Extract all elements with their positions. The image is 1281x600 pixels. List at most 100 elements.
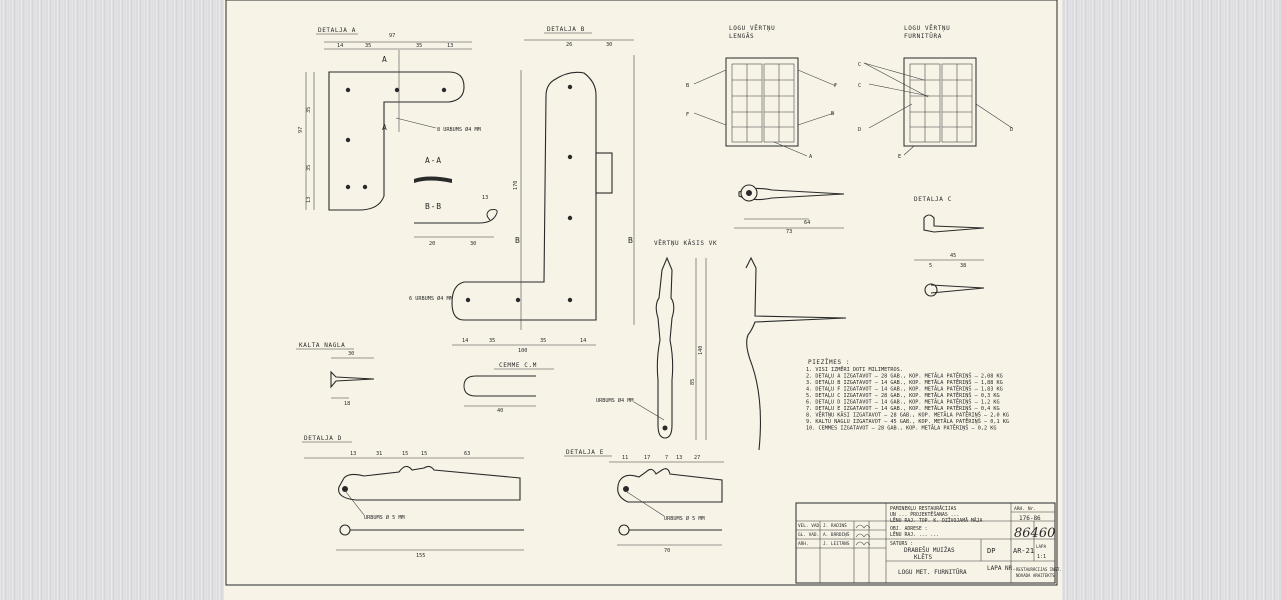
dim-nail-30: 30 [348,351,354,357]
tb-archive-label: ARH. Nr. [1014,506,1036,512]
callout-b-right: B [831,111,834,117]
tb-stage: DP [987,547,995,555]
dim-d-63: 63 [464,451,470,457]
detail-d: DETALJA D 13 31 15 15 63 155 URBUMS Ø 5 … [302,435,524,559]
dim-a-97v: 97 [298,127,304,133]
dim-c-5: 5 [929,263,932,269]
detail-e-title: DETALJA E [566,449,604,456]
tb-sig-role-3: ARH. [798,541,809,547]
tb-obj-1: OBJ. ADRESE : [890,526,928,532]
handle-side [745,256,847,451]
tb-org-2: UN ... PROJEKTĒŠANAS ... [890,511,959,518]
hook-title: CEMME C.M [499,362,537,369]
dim-bb-20: 20 [429,241,435,247]
detail-b-plate [451,71,597,321]
remarks-title: PIEZĪMES : [808,359,850,366]
handle-vk-title: VĒRTŅU KĀSIS VK [654,240,717,247]
tb-sig-role-2: GL. VAD. [798,532,819,538]
callout-f-left: F [686,112,689,118]
dim-b-14: 14 [462,338,468,344]
section-marker-a: A [382,55,388,64]
dim-e-13: 13 [676,455,682,461]
dim-e-7: 7 [665,455,668,461]
dim-d-15b: 15 [421,451,427,457]
callout-b-left: B [686,83,689,89]
dim-b-35: 35 [489,338,495,344]
dim-e-27: 27 [694,455,700,461]
window-fittings-subtitle: FURNITŪRA [904,33,942,40]
dim-a-35: 35 [365,43,371,49]
dim-d-155: 155 [416,553,425,559]
dim-hook-40: 40 [497,408,503,414]
remark-1: 1. VISI IZMĒRI DOTI MILIMETROS. [806,366,903,373]
dim-c-45: 45 [950,253,956,259]
window-frame-subtitle: LENGĀS [729,33,754,40]
dim-bb-13: 13 [482,195,488,201]
remark-6: 6. DETAĻU D IZGATAVOT — 14 GAB., KOP. ME… [806,399,1000,406]
dim-c-38: 38 [960,263,966,269]
dim-a-14: 14 [337,43,343,49]
dim-vk-140: 140 [698,346,704,355]
remarks: PIEZĪMES : 1. VISI IZMĒRI DOTI MILIMETRO… [806,359,1009,432]
nail-title: KALTA NAGLA [299,342,345,349]
section-marker-a2: A [382,123,388,132]
window-fittings-view: LOGU VĒRTŅU FURNITŪRA C C D D E [858,25,1013,160]
window-handle-vk: 64 73 VĒRTŅU KĀSIS VK 140 85 URBUMS Ø4 M… [596,184,847,451]
tb-inv-no: 86460 [1014,526,1055,541]
dim-e-70: 70 [664,548,670,554]
note-holes-b: 6 URBUMS Ø4 MM [409,295,453,302]
section-aa-title: A-A [425,156,442,165]
tb-org-3: LĒNU RAJ. TOP. K. DZĪVOJAMĀ MĀJA [890,517,983,524]
dim-b-26: 26 [566,42,572,48]
tb-approval-2: NOVADA ARHITEKTS [1016,573,1055,578]
tb-sig-name-3: J. LEITĀNS [823,540,850,547]
tb-sig-role-1: VEL. VAD. [798,523,822,529]
callout-d-1: D [858,127,861,133]
remark-8: 8. VĒRTŅU KĀSI IZGATAVOT — 28 GAB., KOP.… [806,412,1009,419]
detail-c-title: DETALJA C [914,196,952,203]
hook-view: CEMME C.M 40 [463,362,554,414]
dim-vk-64: 64 [804,220,810,226]
tb-sig-name-2: A. BĀRDIŅŠ [823,531,850,538]
callout-c-1: C [858,62,861,68]
dim-b-35b: 35 [540,338,546,344]
detail-b-holes [465,84,573,303]
remark-9: 9. KALTU NAGLU IZGATAVOT — 45 GAB., KOP.… [806,418,1009,425]
tb-approval-1: RESTAURĀCIJAS INST. [1016,567,1062,572]
dim-a-97: 97 [389,33,395,39]
detail-a-holes [345,87,447,190]
dim-e-17: 17 [644,455,650,461]
detail-c: DETALJA C 45 38 5 [914,196,985,297]
section-marker-b2: B [628,236,634,245]
title-block: PAMINEKĻU RESTAURĀCIJAS UN ... PROJEKTĒŠ… [795,502,1062,584]
dim-b-170: 170 [513,181,519,190]
tb-contents-label: SATURS : [890,541,913,547]
dim-a-13: 13 [447,43,453,49]
callout-a: A [809,154,813,160]
window-frame-title: LOGU VĒRTŅU [729,25,775,32]
tb-part-name: LOGU MET. FURNITŪRA [898,569,967,576]
sections-aa-bb: A-A B-B 20 30 13 6 URBUMS Ø4 MM [409,156,515,303]
dim-e-11: 11 [622,455,628,461]
dim-d-31: 31 [376,451,382,457]
remark-5: 5. DETAĻU C IZGATAVOT — 28 GAB., KOP. ME… [806,392,1000,399]
tb-contents-2: KLĒTS [914,554,932,561]
note-holes-d: URBUMS Ø 5 MM [364,514,405,521]
dim-vk-73: 73 [786,229,792,235]
detail-e: DETALJA E 11 17 7 13 27 70 URBUMS Ø 5 MM [564,449,724,554]
dim-a-35b: 35 [416,43,422,49]
detail-d-title: DETALJA D [304,435,342,442]
note-holes-vk: URBUMS Ø4 MM [596,397,633,404]
note-holes-a: 8 URBUMS Ø4 MM [437,126,481,133]
detail-b: DETALJA B 26 30 170 100 14 35 35 14 B B [451,26,635,354]
technical-drawing: DETALJA A 97 14 35 35 13 97 35 35 13 A A… [225,0,1062,586]
remark-3: 3. DETAĻU B IZGATAVOT — 14 GAB., KOP. ME… [806,379,1003,386]
note-holes-e: URBUMS Ø 5 MM [664,515,705,522]
tb-sheet-label: LAPA [1036,544,1047,549]
dim-a-35v2: 35 [306,165,312,171]
detail-a: DETALJA A 97 14 35 35 13 97 35 35 13 A A… [298,27,481,211]
dim-a-13v: 13 [306,197,312,203]
remark-7: 7. DETAĻU E IZGATAVOT — 14 GAB., KOP. ME… [806,405,1000,412]
dim-vk-85: 85 [690,379,696,385]
detail-b-title: DETALJA B [547,26,585,33]
